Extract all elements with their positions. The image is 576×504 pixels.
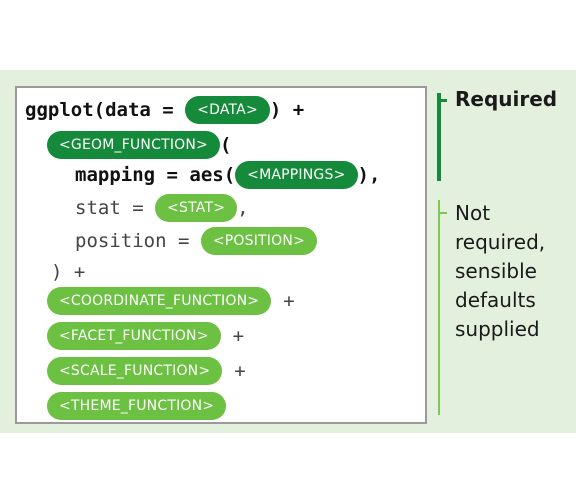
code-line-scale: <SCALE_FUNCTION> + (47, 355, 246, 387)
not-required-line: sensible (455, 259, 537, 283)
code-template-box: ggplot(data = <DATA> ) + <GEOM_FUNCTION>… (15, 86, 427, 424)
not-required-line: required, (455, 230, 546, 254)
code-text: + (283, 290, 295, 312)
code-text: + (234, 360, 246, 382)
placeholder-stat: <STAT> (155, 194, 238, 222)
not-required-line: Not (455, 201, 491, 225)
code-line-coordinate: <COORDINATE_FUNCTION> + (47, 285, 295, 317)
code-text: position = (75, 230, 201, 252)
code-text: mapping = aes( (75, 164, 236, 186)
required-bracket-tick (437, 99, 447, 102)
optional-bracket-tick (438, 212, 447, 214)
code-text: stat = (75, 197, 156, 219)
placeholder-coordinate-function: <COORDINATE_FUNCTION> (47, 287, 272, 315)
placeholder-scale-function: <SCALE_FUNCTION> (47, 357, 223, 385)
placeholder-geom-function: <GEOM_FUNCTION> (47, 131, 220, 159)
code-line-facet: <FACET_FUNCTION> + (47, 320, 244, 352)
placeholder-mappings: <MAPPINGS> (235, 161, 358, 189)
code-line-position: position = <POSITION> (75, 225, 317, 257)
code-line-theme: <THEME_FUNCTION> (47, 390, 227, 422)
code-line-mapping: mapping = aes( <MAPPINGS> ), (75, 159, 380, 191)
placeholder-position: <POSITION> (200, 227, 317, 255)
placeholder-theme-function: <THEME_FUNCTION> (47, 392, 227, 420)
placeholder-data: <DATA> (185, 96, 270, 124)
required-bracket (437, 93, 441, 181)
code-line-ggplot: ggplot(data = <DATA> ) + (25, 94, 304, 126)
code-text: , (237, 197, 249, 219)
code-text: ggplot(data = (25, 99, 186, 121)
code-text: ), (357, 164, 381, 186)
code-line-close: ) + (51, 256, 85, 288)
placeholder-facet-function: <FACET_FUNCTION> (47, 322, 221, 350)
not-required-line: supplied (455, 317, 540, 341)
code-line-geom: <GEOM_FUNCTION> ( (47, 129, 231, 161)
optional-bracket (438, 200, 440, 415)
code-text: ( (219, 134, 232, 156)
required-label: Required (455, 87, 558, 111)
code-text: ) + (51, 261, 86, 283)
code-line-stat: stat = <STAT> , (75, 192, 249, 224)
not-required-label: Not required, sensible defaults supplied (455, 199, 573, 344)
code-text: + (232, 325, 245, 347)
code-text: ) + (269, 99, 305, 121)
not-required-line: defaults (455, 288, 536, 312)
